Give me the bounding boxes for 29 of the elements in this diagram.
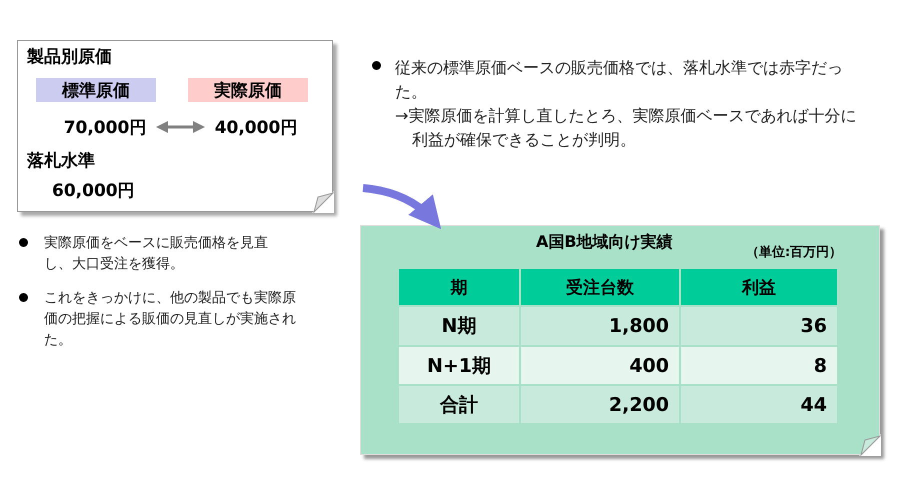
price-text: 40,000円 (204, 115, 308, 139)
table-cell: 36 (681, 307, 837, 345)
table-cell: N+1期 (399, 347, 519, 384)
table-cell: 2,200 (521, 386, 679, 423)
table-cell: N期 (399, 307, 519, 345)
arrow (362, 184, 442, 229)
table-cell: 1,800 (521, 307, 679, 345)
card-heading: 落札水準 (27, 150, 95, 172)
bullet-text: 従来の標準原価ベースの販売価格では、落札水準では赤字だった。 (395, 57, 844, 103)
bullet-text: 実際原価をベースに販売価格を見直し、大口受注を獲得。 (44, 234, 269, 274)
table-cell: 44 (681, 386, 837, 423)
price-text: 70,000円 (53, 115, 157, 139)
label-band: 標準原価 (36, 78, 156, 102)
table-header-cell: 受注台数 (521, 269, 679, 305)
bullet-text: これをきっかけに、他の製品でも実際原価の把握による販価の見直しが実施された。 (44, 289, 297, 350)
table-header-cell: 期 (399, 269, 519, 305)
table-title: A国B地域向け実績 (536, 232, 673, 253)
table-cell: 400 (521, 347, 679, 384)
table-cell: 合計 (399, 386, 519, 423)
unit-note: （単位:百万円） (746, 244, 842, 261)
note-card (17, 40, 333, 212)
arrow (156, 121, 205, 133)
note-card (360, 225, 880, 455)
price-text: 60,000円 (52, 180, 135, 202)
table-cell: 8 (681, 347, 837, 384)
bullet-text: →実際原価を計算し直したとろ、実際原価ベースであれば十分に利益が確保できることが判明。 (395, 105, 858, 151)
card-heading: 製品別原価 (27, 46, 112, 68)
table-header-cell: 利益 (681, 269, 837, 305)
label-band: 実際原価 (188, 78, 308, 102)
